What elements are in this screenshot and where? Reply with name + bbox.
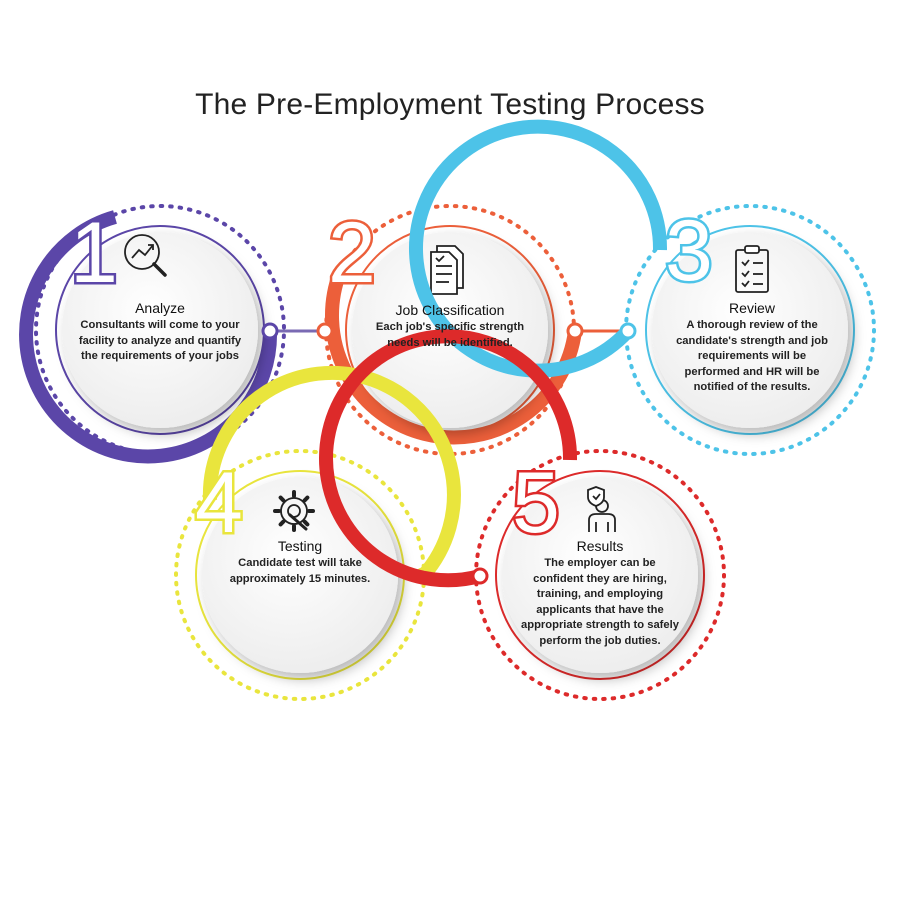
step-3-node [619, 322, 637, 340]
step-2-node-left [316, 322, 334, 340]
step-5-number: 5 [512, 455, 560, 551]
step-1-dotted-ring [34, 204, 286, 456]
step-5-description: The employer can be confident they are h… [521, 557, 679, 647]
step-5-disc [502, 477, 698, 673]
step-4-description: Candidate test will take approximately 1… [229, 557, 371, 585]
step-2-number: 2 [328, 205, 376, 301]
clipboard-checklist-icon [735, 245, 769, 293]
step-2-text: Job Classification Each job's specific s… [368, 302, 532, 351]
document-stack-icon [430, 245, 464, 295]
step-4-ring [202, 365, 461, 581]
step-2-node-right [566, 322, 584, 340]
person-shield-icon [587, 486, 616, 532]
step-5: 5 [319, 329, 726, 701]
step-1: 1 [19, 203, 286, 464]
step-5-node [471, 567, 489, 585]
step-3-disc [652, 232, 848, 428]
step-1-description: Consultants will come to your facility t… [78, 319, 242, 362]
diagram-title: The Pre-Employment Testing Process [195, 88, 705, 121]
step-3-name: Review [729, 300, 775, 316]
step-5-text: Results The employer can be confident th… [518, 538, 682, 649]
step-3-text: Review A thorough review of the candidat… [670, 300, 834, 396]
magnifier-chart-icon [124, 234, 167, 277]
step-4-name: Testing [277, 538, 323, 554]
step-5-ring [319, 329, 578, 588]
step-1-name: Analyze [135, 300, 185, 316]
step-1-node [261, 322, 279, 340]
step-1-number: 1 [70, 205, 118, 301]
step-2-inner-ring [345, 225, 555, 435]
gear-wrench-icon [273, 490, 315, 532]
step-3-number: 3 [665, 203, 713, 299]
step-5-inner-ring [495, 470, 705, 680]
step-3-description: A thorough review of the candidate's str… [676, 319, 828, 393]
step-3: 3 [409, 119, 876, 456]
step-1-disc [62, 232, 258, 428]
step-1-text: Analyze Consultants will come to your fa… [78, 300, 242, 365]
step-4-number: 4 [195, 455, 243, 551]
step-3-inner-ring [645, 225, 855, 435]
step-4: 4 [174, 365, 461, 701]
step-2-name: Job Classification [395, 302, 505, 318]
step-5-name: Results [576, 538, 624, 554]
step-2-description: Each job's specific strength needs will … [375, 321, 525, 349]
step-4-text: Testing Candidate test will take approxi… [214, 538, 386, 587]
